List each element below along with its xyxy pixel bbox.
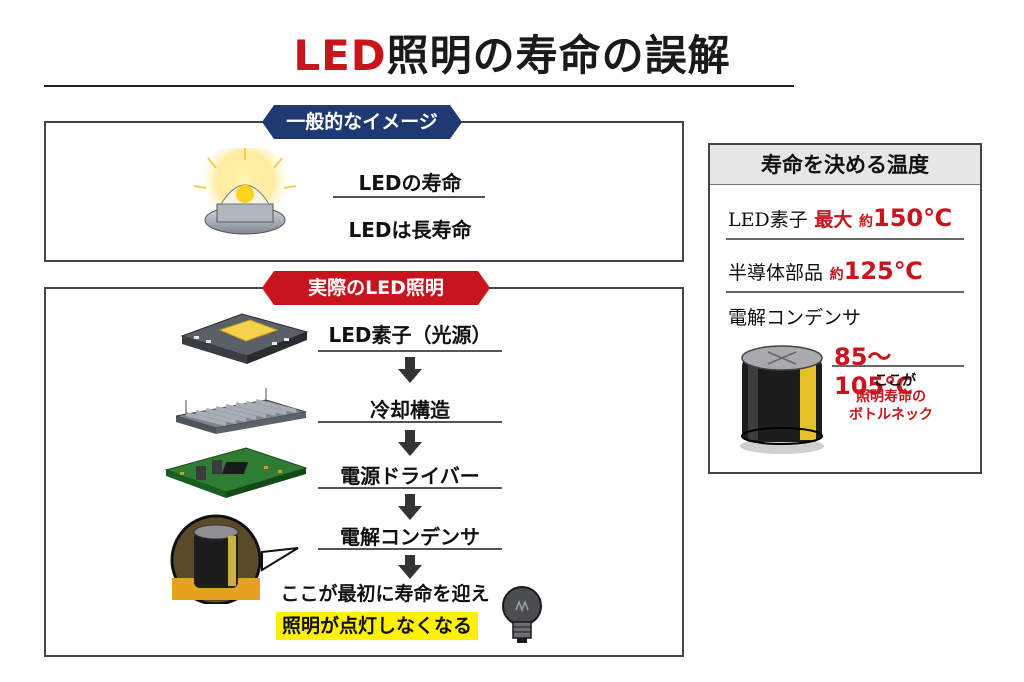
temperature-divider bbox=[726, 291, 964, 293]
flow-step-underline bbox=[318, 421, 502, 423]
temp-row-qualifier: 最大 bbox=[814, 209, 853, 231]
bottleneck-note: 照明寿命の ボトルネック bbox=[826, 388, 956, 424]
dead-light-bulb-icon bbox=[502, 586, 542, 643]
down-arrow-icon bbox=[398, 555, 422, 579]
general-image-banner: 一般的なイメージ bbox=[262, 105, 462, 139]
general-led-lifetime-label: LEDの寿命 bbox=[358, 171, 462, 195]
flow-step-power-driver: 電源ドライバー bbox=[340, 464, 480, 488]
temp-row-capacitor: 電解コンデンサ bbox=[728, 303, 861, 330]
bottleneck-note-prefix: ここが bbox=[874, 373, 916, 389]
temp-row-name: LED素子 bbox=[728, 209, 808, 231]
general-long-life-label: LEDは長寿命 bbox=[348, 218, 472, 242]
temp-row-name: 半導体部品 bbox=[728, 262, 824, 284]
actual-led-panel bbox=[44, 287, 684, 657]
title-highlight: LED bbox=[293, 31, 387, 80]
temp-row-value: 150℃ bbox=[873, 204, 953, 232]
flow-step-underline bbox=[318, 350, 502, 352]
temp-row-approx: 約 bbox=[829, 267, 844, 283]
temp-row-approx: 約 bbox=[859, 214, 873, 230]
glowing-led-icon bbox=[193, 148, 297, 238]
down-arrow-icon bbox=[398, 357, 422, 383]
temp-row-value: 125℃ bbox=[843, 257, 923, 285]
electrolytic-capacitor-icon bbox=[740, 345, 824, 454]
flow-step-underline bbox=[318, 487, 502, 489]
title-underline bbox=[44, 85, 794, 87]
title-rest: 照明の寿命の誤解 bbox=[386, 31, 731, 80]
page-title: LED照明の寿命の誤解 bbox=[0, 22, 1024, 82]
temperature-divider bbox=[832, 365, 964, 367]
temperature-divider bbox=[726, 238, 964, 240]
heatsink-icon bbox=[175, 388, 307, 434]
led-chip-icon bbox=[180, 313, 309, 364]
actual-led-banner: 実際のLED照明 bbox=[262, 271, 490, 305]
flow-step-electrolytic-capacitor: 電解コンデンサ bbox=[340, 525, 480, 549]
conclusion-first-failure: ここが最初に寿命を迎え bbox=[280, 583, 490, 605]
driver-board-icon bbox=[164, 447, 308, 498]
general-divider bbox=[333, 196, 485, 198]
flow-step-led-element: LED素子（光源） bbox=[328, 323, 492, 347]
temp-row-led-element: LED素子 最大 約150℃ bbox=[728, 204, 952, 232]
flow-step-cooling-structure: 冷却構造 bbox=[370, 398, 450, 422]
conclusion-light-fails: 照明が点灯しなくなる bbox=[276, 612, 479, 640]
down-arrow-icon bbox=[398, 494, 422, 520]
temp-row-name: 電解コンデンサ bbox=[728, 307, 862, 329]
capacitor-on-board-icon bbox=[170, 514, 299, 604]
down-arrow-icon bbox=[398, 430, 422, 456]
temperature-panel-header: 寿命を決める温度 bbox=[710, 145, 980, 185]
bottleneck-note-line2: ボトルネック bbox=[849, 407, 933, 423]
temp-row-semiconductor: 半導体部品 約125℃ bbox=[728, 257, 923, 285]
flow-step-underline bbox=[318, 548, 502, 550]
bottleneck-note-line1: 照明寿命の bbox=[856, 389, 926, 405]
